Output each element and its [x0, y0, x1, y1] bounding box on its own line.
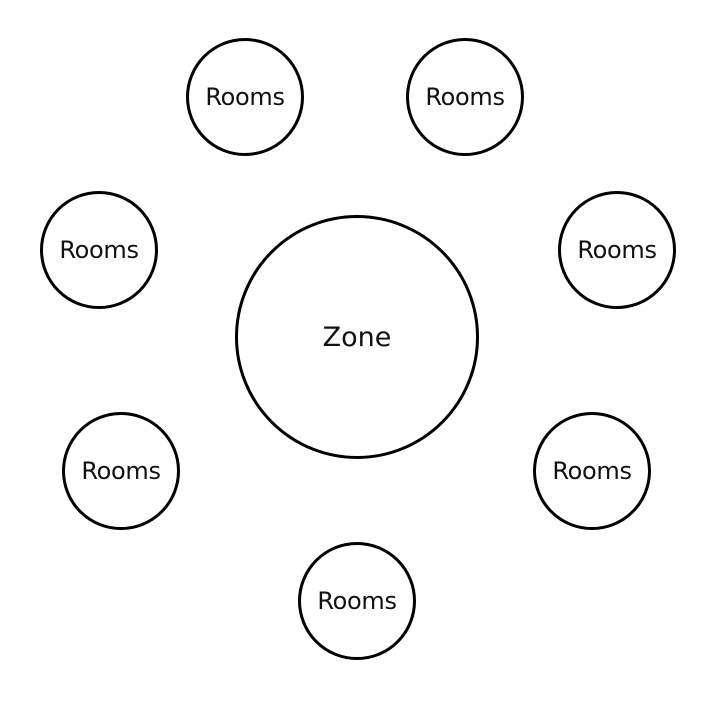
room-label: Rooms	[317, 587, 397, 615]
room-label: Rooms	[577, 236, 657, 264]
room-node-upper-right: Rooms	[558, 191, 676, 309]
room-node-lower-left: Rooms	[62, 412, 180, 530]
room-label: Rooms	[205, 83, 285, 111]
room-label: Rooms	[81, 457, 161, 485]
room-node-lower-right: Rooms	[533, 412, 651, 530]
room-node-top-right: Rooms	[406, 38, 524, 156]
room-label: Rooms	[425, 83, 505, 111]
room-node-top-left: Rooms	[186, 38, 304, 156]
room-label: Rooms	[59, 236, 139, 264]
room-label: Rooms	[552, 457, 632, 485]
room-node-upper-left: Rooms	[40, 191, 158, 309]
zone-node: Zone	[235, 215, 479, 459]
room-node-bottom: Rooms	[298, 542, 416, 660]
zone-label: Zone	[322, 321, 392, 353]
